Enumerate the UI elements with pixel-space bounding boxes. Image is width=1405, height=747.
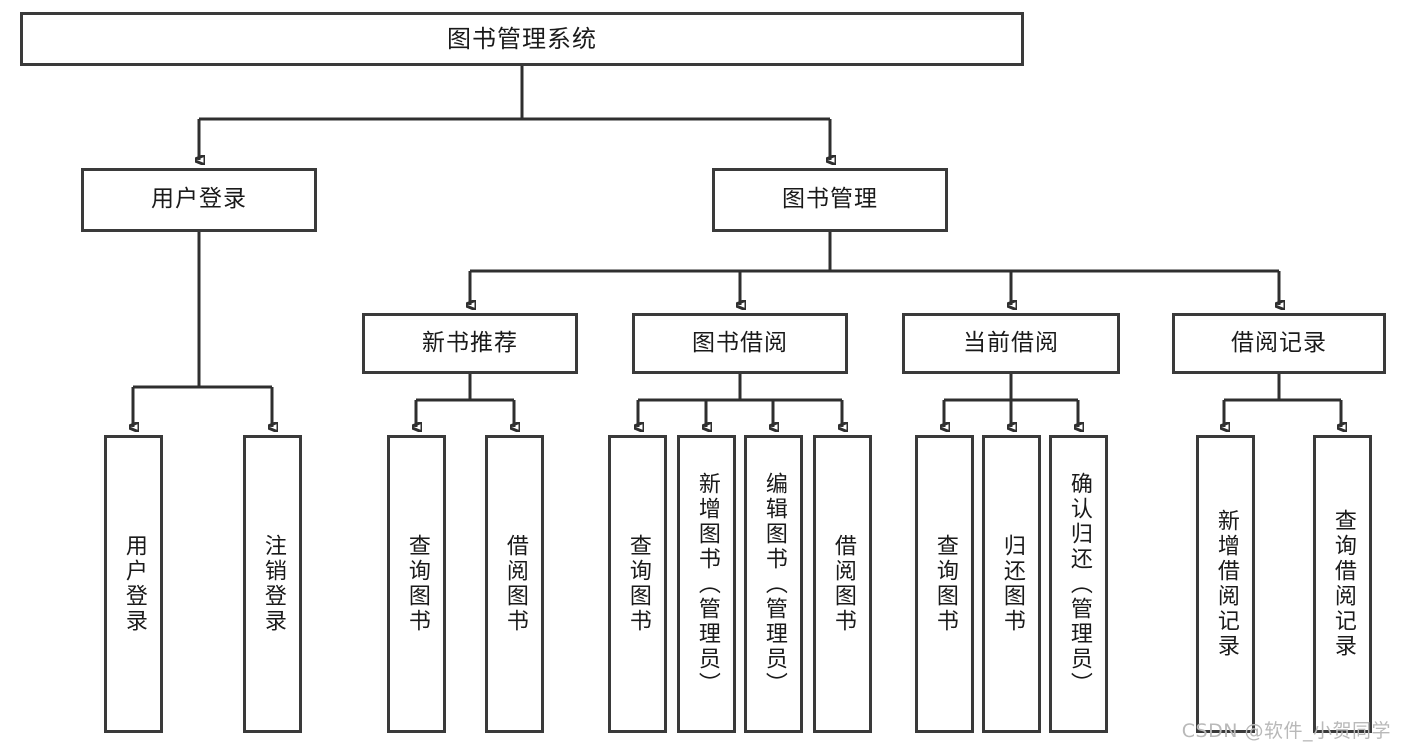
- leaf-logout[interactable]: 注销登录: [243, 435, 302, 733]
- leaf-current-return-book[interactable]: 归还图书: [982, 435, 1041, 733]
- node-current-borrow[interactable]: 当前借阅: [902, 313, 1120, 374]
- leaf-current-query-book[interactable]: 查询图书: [915, 435, 974, 733]
- node-root-book-management-system[interactable]: 图书管理系统: [20, 12, 1024, 66]
- node-label: 新增图书（管理员）: [694, 471, 720, 697]
- leaf-recommend-borrow-book[interactable]: 借阅图书: [485, 435, 544, 733]
- leaf-record-add-borrow-record[interactable]: 新增借阅记录: [1196, 435, 1255, 733]
- node-label: 查询借阅记录: [1330, 509, 1356, 659]
- leaf-borrow-query-book[interactable]: 查询图书: [608, 435, 667, 733]
- node-user-login[interactable]: 用户登录: [81, 168, 317, 232]
- node-label: 图书管理: [782, 186, 878, 213]
- node-label: 用户登录: [151, 186, 247, 213]
- leaf-record-query-borrow-record[interactable]: 查询借阅记录: [1313, 435, 1372, 733]
- node-label: 新增借阅记录: [1213, 509, 1239, 659]
- leaf-borrow-edit-book-admin[interactable]: 编辑图书（管理员）: [744, 435, 803, 733]
- node-new-book-recommend[interactable]: 新书推荐: [362, 313, 578, 374]
- node-label: 借阅记录: [1231, 329, 1327, 356]
- node-label: 图书管理系统: [447, 24, 597, 53]
- node-label: 查询图书: [932, 534, 958, 634]
- node-book-management[interactable]: 图书管理: [712, 168, 948, 232]
- leaf-borrow-borrow-book[interactable]: 借阅图书: [813, 435, 872, 733]
- node-label: 归还图书: [999, 534, 1025, 634]
- node-label: 确认归还（管理员）: [1066, 471, 1092, 697]
- leaf-recommend-query-book[interactable]: 查询图书: [387, 435, 446, 733]
- node-label: 注销登录: [260, 534, 286, 634]
- leaf-user-login[interactable]: 用户登录: [104, 435, 163, 733]
- leaf-borrow-add-book-admin[interactable]: 新增图书（管理员）: [677, 435, 736, 733]
- leaf-current-confirm-return-admin[interactable]: 确认归还（管理员）: [1049, 435, 1108, 733]
- node-book-borrow[interactable]: 图书借阅: [632, 313, 848, 374]
- node-label: 查询图书: [625, 534, 651, 634]
- node-label: 图书借阅: [692, 329, 788, 356]
- node-label: 用户登录: [121, 534, 147, 634]
- watermark-text: CSDN @软件_小贺同学: [1181, 720, 1391, 742]
- node-label: 借阅图书: [502, 534, 528, 634]
- node-label: 借阅图书: [830, 534, 856, 634]
- node-label: 查询图书: [404, 534, 430, 634]
- node-label: 当前借阅: [963, 329, 1059, 356]
- node-borrow-record[interactable]: 借阅记录: [1172, 313, 1386, 374]
- node-label: 新书推荐: [422, 329, 518, 356]
- node-label: 编辑图书（管理员）: [761, 471, 787, 697]
